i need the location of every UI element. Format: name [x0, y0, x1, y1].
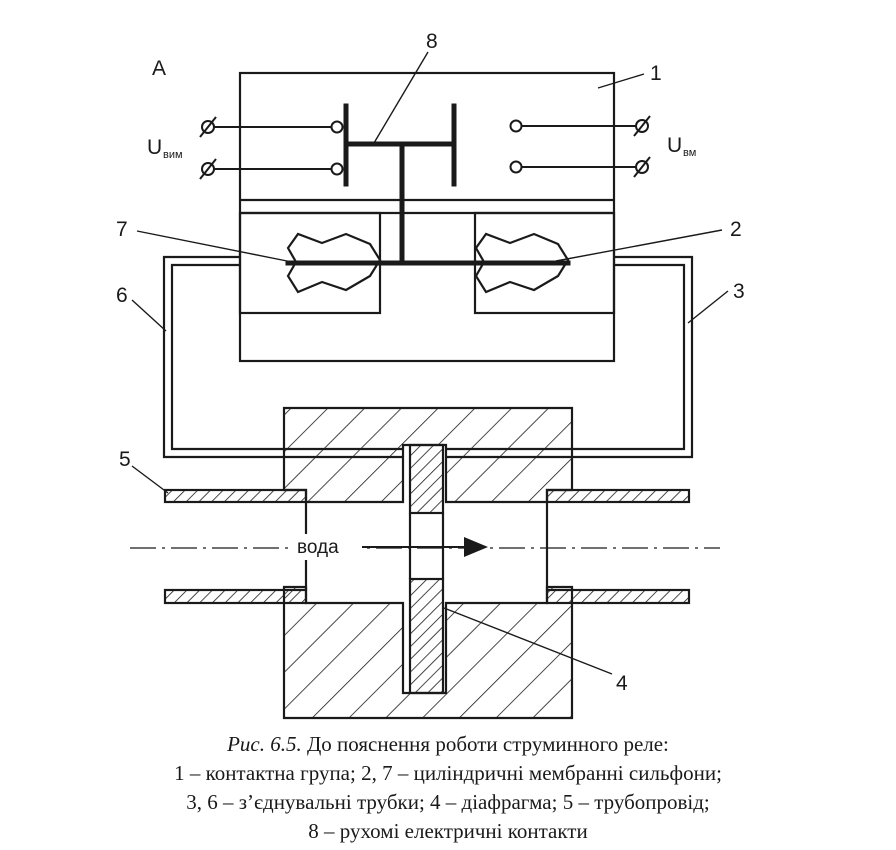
- leader-5: [131, 465, 169, 494]
- label-6: 6: [116, 284, 128, 307]
- pipeline-5: [163, 488, 691, 605]
- leader-6: [131, 299, 167, 332]
- contact-group-housing: [238, 71, 616, 363]
- right-terminals: [509, 115, 651, 178]
- label-2: 2: [730, 218, 742, 241]
- leader-7: [136, 230, 293, 263]
- flow-label: вода: [297, 537, 339, 558]
- label-4: 4: [616, 672, 628, 695]
- label-1: 1: [650, 62, 662, 85]
- label-8: 8: [426, 30, 438, 53]
- caption-line-2: 1 – контактна група; 2, 7 – циліндричні …: [174, 761, 722, 785]
- caption-title: Рис. 6.5.: [227, 732, 302, 756]
- label-7: 7: [116, 218, 128, 241]
- voltage-input-subscript: вим: [163, 149, 183, 161]
- left-terminals: [199, 116, 344, 180]
- caption-line-1-text: До пояснення роботи струминного реле:: [301, 732, 669, 756]
- caption-line-3: 3, 6 – з’єднувальні трубки; 4 – діафрагм…: [186, 790, 710, 814]
- flow-relay-diagram: вода A 8 1 7 2 6 3 5 4 U вим U вм: [116, 30, 745, 720]
- caption-line-4: 8 – рухомі електричні контакти: [308, 819, 588, 843]
- leader-4: [443, 607, 613, 675]
- leader-1: [597, 73, 645, 89]
- voltage-output-subscript: вм: [683, 147, 696, 159]
- figure-caption: Рис. 6.5. До пояснення роботи струминног…: [0, 730, 896, 846]
- leader-3: [687, 290, 729, 324]
- leader-8: [373, 51, 429, 144]
- view-label: A: [152, 57, 166, 80]
- bellows-2: [474, 232, 570, 294]
- moving-contacts-8: [285, 103, 571, 266]
- label-3: 3: [733, 280, 745, 303]
- leader-2: [555, 229, 723, 262]
- label-5: 5: [119, 448, 131, 471]
- voltage-output-label: U: [667, 134, 682, 157]
- bellows-7: [286, 232, 382, 294]
- voltage-input-label: U: [147, 136, 162, 159]
- caption-line-1: Рис. 6.5. До пояснення роботи струминног…: [0, 730, 896, 759]
- diaphragm-4: [408, 443, 445, 695]
